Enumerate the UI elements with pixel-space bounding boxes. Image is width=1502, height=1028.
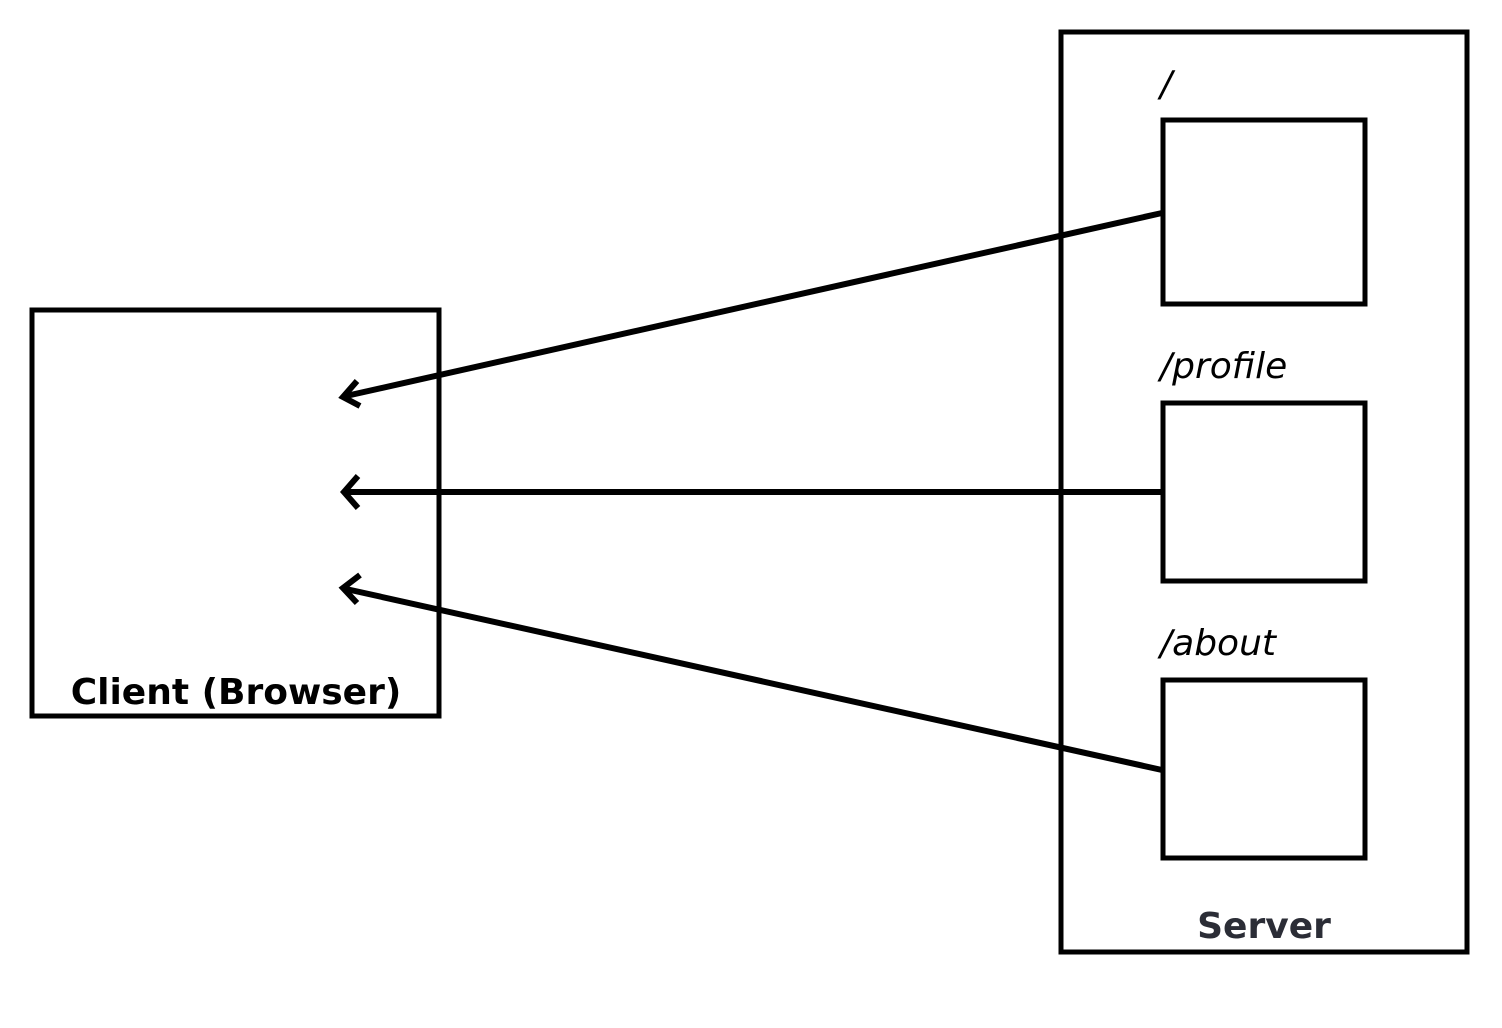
arrow-root-line <box>345 210 1163 399</box>
route-profile-box <box>1160 400 1368 584</box>
arrow-profile-to-client <box>340 474 1162 510</box>
client-label: Client (Browser) <box>71 672 402 713</box>
route-about: /about <box>1157 623 1368 861</box>
route-about-box <box>1160 677 1368 861</box>
route-root: / <box>1157 64 1368 307</box>
arrow-root-to-client <box>338 210 1163 409</box>
route-root-label: / <box>1157 64 1176 105</box>
route-root-box <box>1160 117 1368 307</box>
client-box <box>29 307 442 719</box>
arrow-about-line <box>345 586 1163 773</box>
arrow-profile-head <box>340 474 361 510</box>
arrow-root-head <box>338 379 362 409</box>
route-profile: /profile <box>1157 346 1368 584</box>
arrow-about-head <box>338 572 362 606</box>
route-profile-label: /profile <box>1157 346 1287 387</box>
server-label: Server <box>1197 906 1331 947</box>
arrow-about-to-client <box>338 572 1163 773</box>
route-about-label: /about <box>1157 623 1278 664</box>
client-node: Client (Browser) <box>29 307 442 719</box>
